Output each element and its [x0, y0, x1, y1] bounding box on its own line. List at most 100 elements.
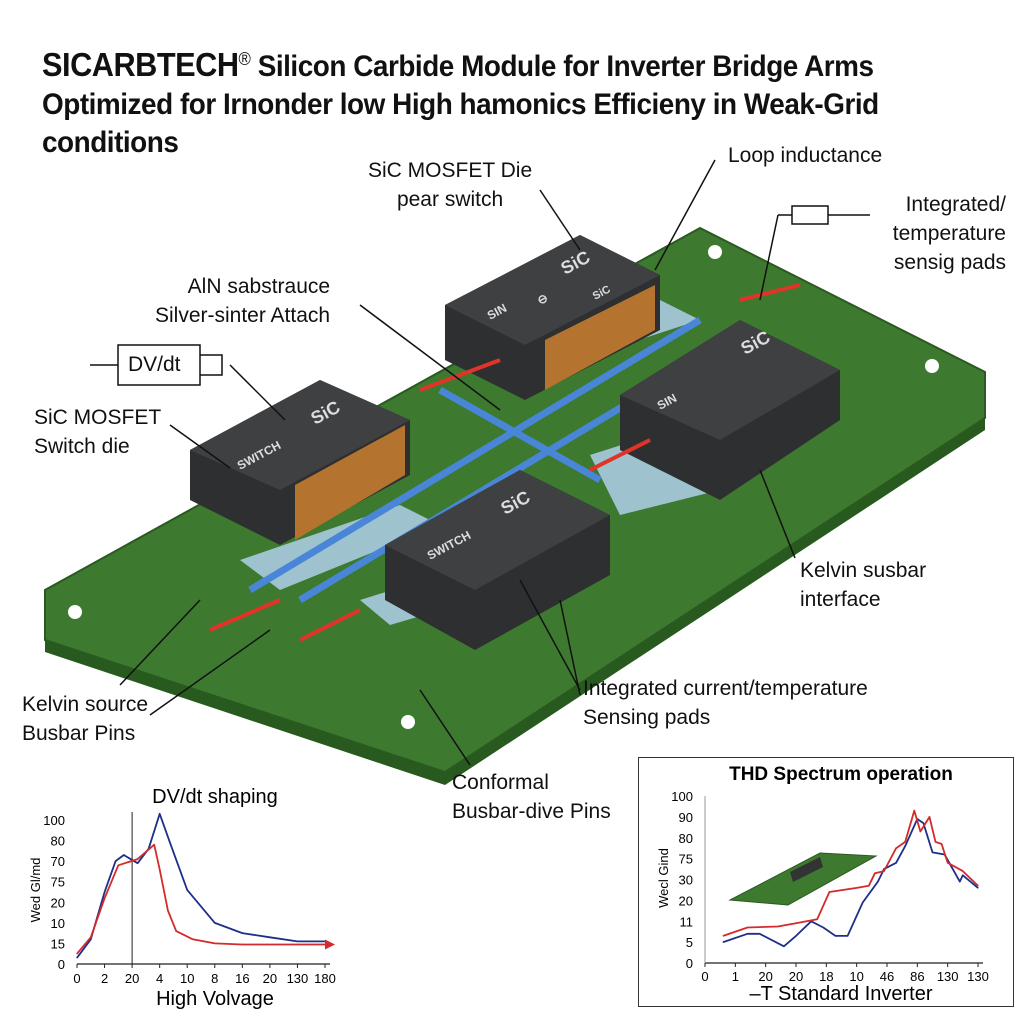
y-tick-label: 10: [51, 916, 65, 931]
data-point-blue: [137, 862, 139, 864]
data-point-blue: [977, 887, 979, 889]
x-tick-label: 20: [263, 971, 277, 986]
title-line-1: SICARBTECH® Silicon Carbide Module for I…: [42, 40, 953, 86]
data-point-blue: [783, 945, 785, 947]
x-tick-label: 1: [732, 969, 739, 984]
callout-dvdt-box: DV/dt: [128, 353, 181, 376]
data-point-red: [828, 891, 830, 893]
data-point-red: [746, 926, 749, 929]
y-tick-label: 75: [679, 852, 693, 867]
x-tick-label: 20: [125, 971, 139, 986]
callout-line: Silver-sinter Attach: [155, 304, 331, 327]
y-tick-label: 20: [679, 893, 693, 908]
x-tick-label: 8: [211, 971, 218, 986]
data-point-red: [904, 841, 906, 843]
y-tick-label: 90: [679, 810, 693, 825]
data-point-blue: [296, 940, 299, 942]
data-point-red: [868, 885, 870, 887]
y-tick-label: 5: [686, 935, 693, 950]
x-tick-label: 46: [880, 969, 894, 984]
data-point-red: [153, 844, 155, 846]
data-point-blue: [962, 874, 964, 876]
y-tick-label: 11: [680, 914, 694, 929]
data-point-blue: [123, 854, 125, 856]
data-point-blue: [722, 941, 724, 943]
y-tick-label: 0: [58, 957, 65, 972]
callout-line: Switch die: [34, 435, 130, 458]
data-point-red: [883, 870, 885, 872]
callout-loop-inductance: Loop inductance: [728, 144, 883, 167]
chip-bottom: [385, 470, 610, 650]
y-tick-label: 100: [671, 789, 693, 804]
data-point-blue: [834, 935, 837, 937]
x-tick-label: 18: [819, 969, 833, 984]
data-point-blue: [931, 851, 934, 853]
x-axis-label: –T Standard Inverter: [749, 983, 932, 1005]
data-point-red: [269, 943, 271, 946]
data-point-red: [296, 943, 299, 946]
callout-line: Kelvin source: [22, 693, 149, 716]
data-point-blue: [186, 889, 188, 891]
data-point-red: [167, 909, 169, 912]
y-tick-label: 15: [51, 936, 65, 951]
x-tick-label: 20: [758, 969, 772, 984]
callout-line: AlN sabstrauce: [187, 275, 331, 298]
callout-line: Integrated/: [905, 193, 1006, 216]
y-tick-label: 80: [679, 831, 693, 846]
data-point-red: [90, 936, 92, 938]
x-tick-label: 180: [314, 971, 336, 986]
y-tick-label: 80: [51, 834, 65, 849]
inset-pcb-board: [728, 852, 878, 906]
series-line-red: [722, 809, 979, 937]
data-point-blue: [746, 933, 749, 935]
data-point-blue: [170, 844, 172, 846]
data-point-blue: [103, 891, 106, 893]
callout-line: interface: [800, 588, 881, 611]
title-line-1-text: Silicon Carbide Module for Inverter Brid…: [257, 50, 874, 83]
data-point-red: [137, 858, 139, 860]
thd-chart-frame: [638, 757, 1014, 1007]
callout-line: Conformal: [452, 771, 549, 794]
data-point-red: [977, 885, 979, 887]
x-tick-label: 16: [235, 971, 249, 986]
data-point-red: [76, 953, 78, 955]
x-axis-label: High Volvage: [156, 988, 274, 1010]
y-tick-label: 70: [51, 854, 65, 869]
inset-chip: [790, 857, 823, 882]
registered-mark: ®: [238, 49, 251, 69]
series-line-blue: [76, 812, 325, 959]
data-point-blue: [877, 880, 879, 883]
data-point-blue: [862, 901, 864, 904]
x-tick-label: 0: [73, 971, 80, 986]
mounting-holes: [68, 245, 939, 729]
data-point-red: [175, 930, 177, 932]
y-tick-label: 75: [51, 875, 65, 890]
y-tick-label: 0: [686, 956, 693, 971]
series-arrowhead: [325, 939, 335, 950]
callout-line: SiC MOSFET: [34, 406, 162, 429]
y-axis-label: Wed Gl/md: [28, 858, 43, 923]
chart-title: THD Spectrum operation: [729, 764, 953, 785]
data-point-blue: [269, 936, 271, 938]
x-tick-label: 130: [967, 969, 989, 984]
x-tick-label: 10: [849, 969, 863, 984]
data-point-red: [947, 862, 949, 864]
callout-line: SiC MOSFET Die: [368, 159, 533, 182]
current-arrows: [209, 283, 801, 642]
callout-switch-die: SiC MOSFET Switch die: [34, 403, 161, 461]
x-tick-label: 130: [287, 971, 309, 986]
callout-line: temperature: [892, 222, 1006, 245]
data-point-blue: [159, 813, 161, 815]
data-point-red: [913, 810, 915, 812]
data-point-blue: [214, 922, 216, 924]
x-tick-label: 86: [910, 969, 924, 984]
x-tick-label: 20: [789, 969, 803, 984]
callout-line: Busbar-dive Pins: [452, 800, 611, 823]
